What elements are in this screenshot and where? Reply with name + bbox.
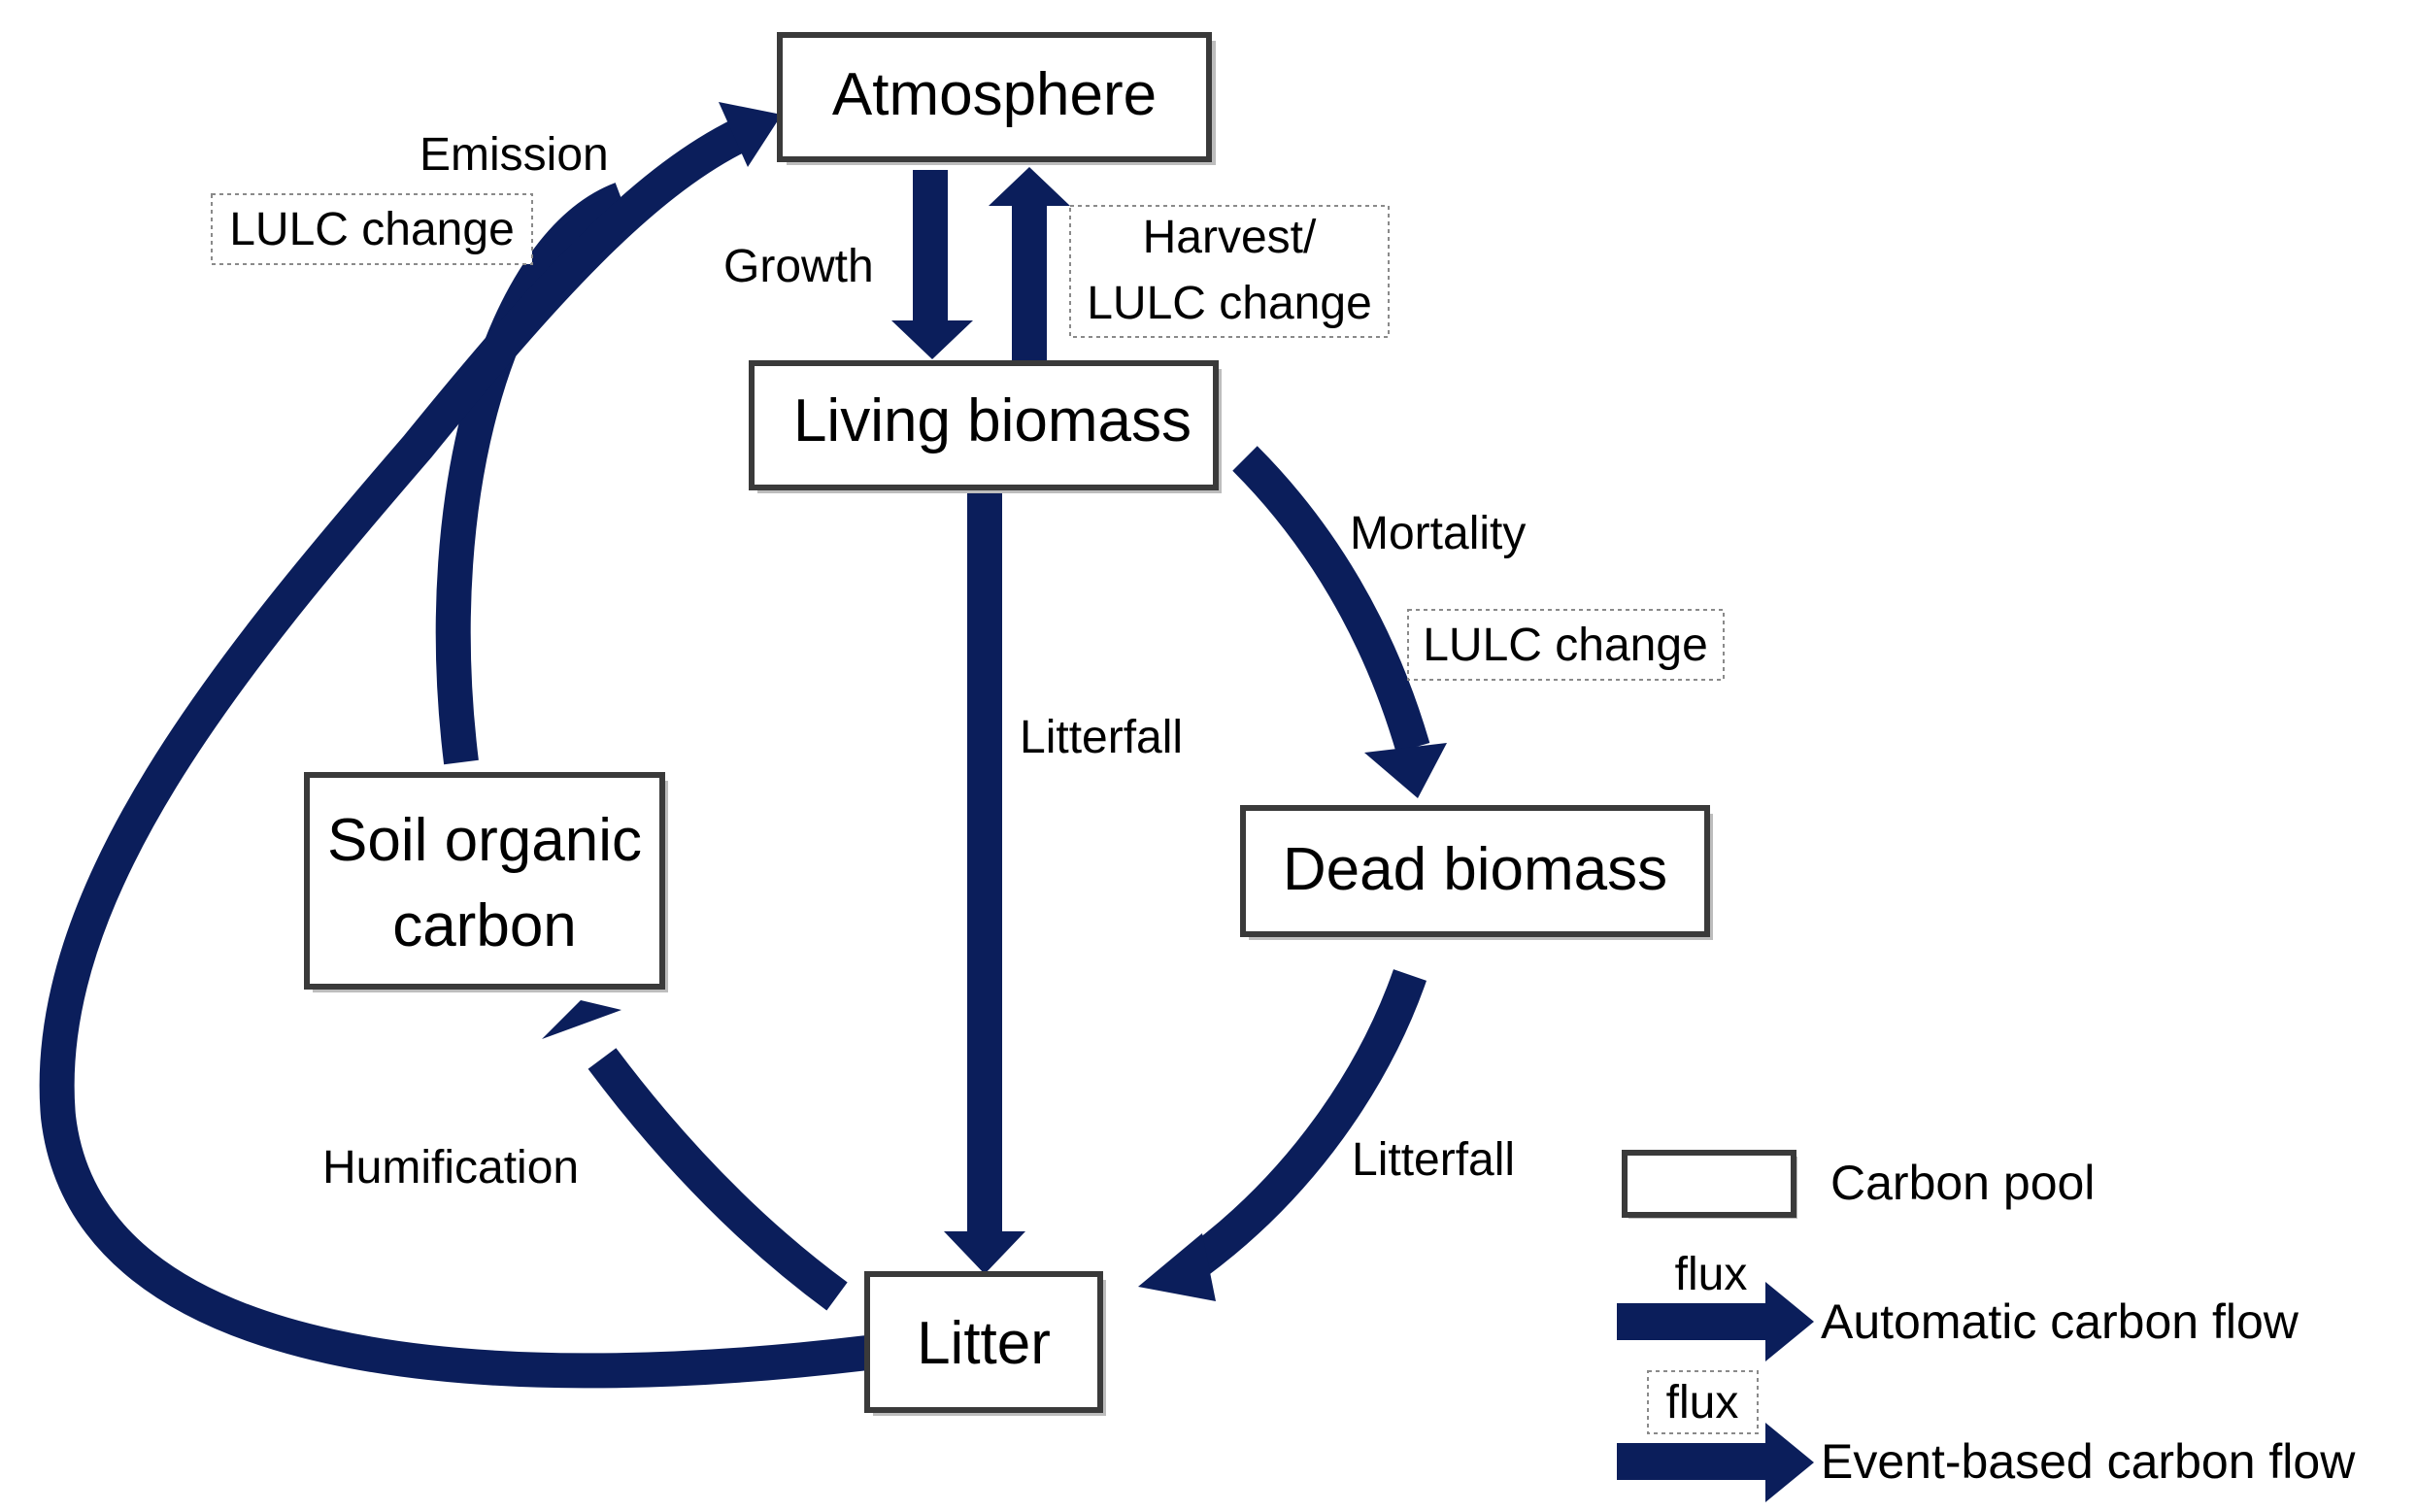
flux-harvest-line2: LULC change (1087, 278, 1372, 329)
pool-soil-organic-carbon: Soil organic carbon (304, 772, 668, 992)
flux-emission-lulc-label: LULC change (229, 204, 515, 255)
flux-mortality-label: Mortality (1350, 508, 1526, 559)
pool-dead-biomass: Dead biomass (1240, 805, 1713, 940)
flux-litterfall-dead-label: Litterfall (1352, 1134, 1515, 1186)
growth-arrow (891, 170, 973, 359)
legend-event-label: Event-based carbon flow (1821, 1434, 2356, 1489)
litterfall-dead-arrow (1138, 969, 1427, 1301)
pool-atmosphere-label: Atmosphere (832, 61, 1157, 128)
mortality-event-box (1407, 609, 1725, 681)
pool-soil-label-line2: carbon (392, 892, 577, 959)
legend: Carbon pool flux Automatic carbon flow f… (1617, 1150, 2356, 1502)
pool-living-biomass-label: Living biomass (793, 387, 1192, 454)
flux-harvest-line1: Harvest/ (1143, 212, 1317, 263)
flux-emission-label: Emission (420, 129, 609, 181)
legend-automatic-label: Automatic carbon flow (1821, 1294, 2300, 1349)
emission-event-box (211, 193, 533, 265)
pool-soil-label-line1: Soil organic (327, 807, 642, 874)
harvest-arrow (989, 167, 1070, 367)
flux-mortality-lulc-label: LULC change (1423, 620, 1708, 671)
pool-litter: Litter (864, 1271, 1106, 1416)
litterfall-living-arrow (944, 490, 1025, 1274)
harvest-event-box (1069, 205, 1390, 338)
legend-pool-swatch (1622, 1150, 1796, 1218)
legend-carbon-pool-label: Carbon pool (1830, 1156, 2095, 1210)
legend-flux-event-label: flux (1666, 1377, 1739, 1428)
flux-growth-label: Growth (723, 241, 874, 292)
legend-event-arrow (1617, 1423, 1814, 1502)
humification-arrow (542, 1000, 848, 1311)
pool-dead-biomass-label: Dead biomass (1283, 836, 1667, 903)
emission-litter-arrow (39, 102, 870, 1389)
legend-flux-auto-label: flux (1675, 1249, 1748, 1300)
flux-humification-label: Humification (322, 1142, 579, 1193)
pool-living-biomass: Living biomass (749, 360, 1222, 493)
flux-litterfall-living-label: Litterfall (1020, 712, 1183, 763)
pool-litter-label: Litter (917, 1310, 1051, 1377)
mortality-arrow (1232, 446, 1447, 798)
emission-soil-arrow (435, 183, 628, 765)
legend-flux-event-box (1647, 1370, 1759, 1434)
legend-automatic-arrow (1617, 1282, 1814, 1361)
pool-atmosphere: Atmosphere (777, 32, 1216, 165)
